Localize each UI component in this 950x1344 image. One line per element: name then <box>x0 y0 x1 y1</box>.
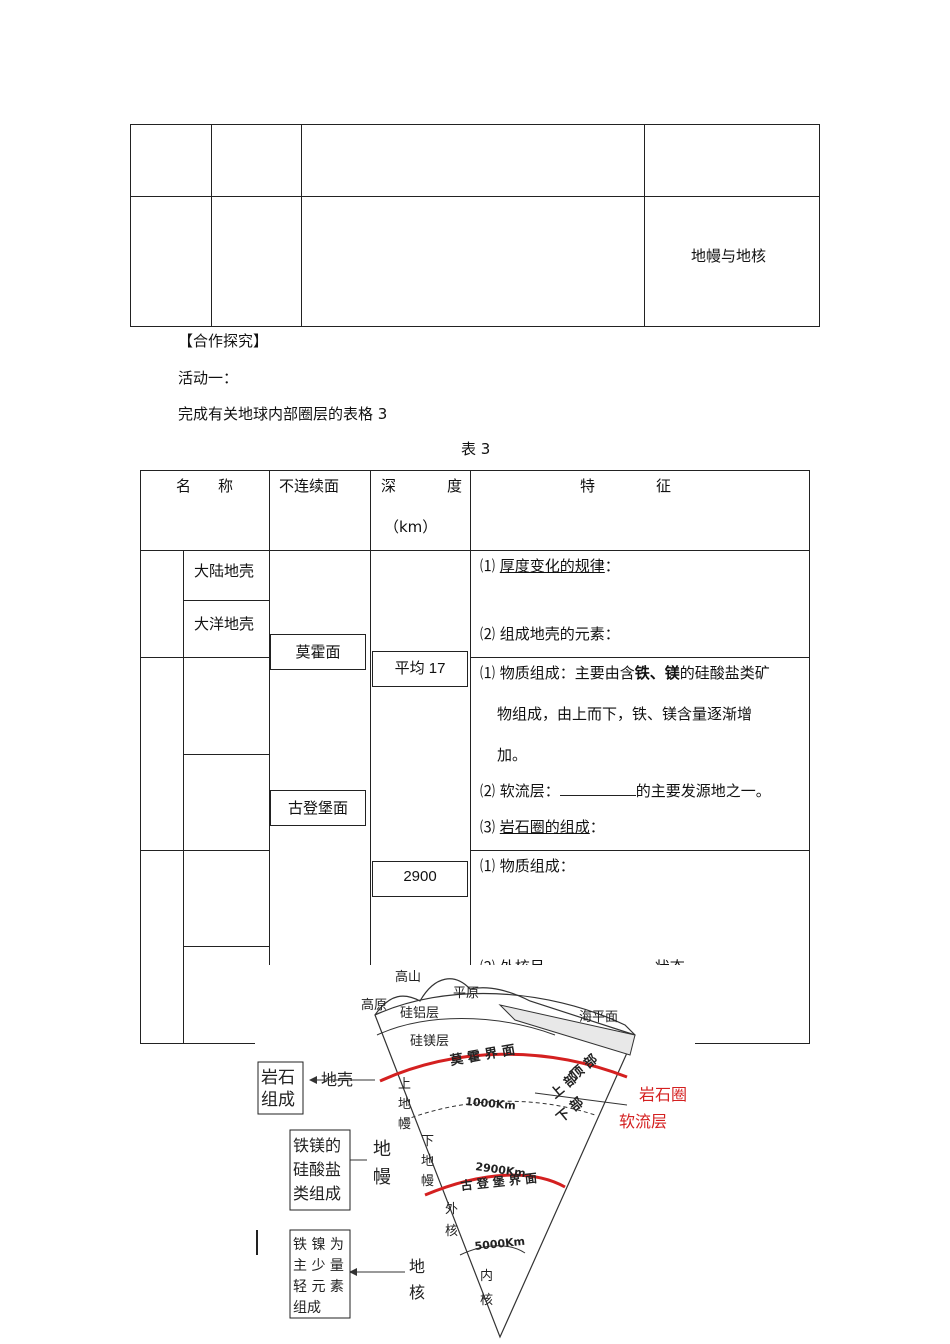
crust-feature-2: ⑵ 组成地壳的元素： <box>480 625 620 643</box>
label-sima: 硅镁层 <box>410 1034 449 1049</box>
label-inner-core: 核 <box>480 1293 493 1308</box>
crust-feature-1: ⑴ 厚度变化的规律： <box>480 557 620 575</box>
mantle-feature-2: ⑵ 软流层：的主要发源地之一。 <box>480 781 771 800</box>
label-plain: 平原 <box>453 986 479 1001</box>
answer-blank <box>559 781 636 796</box>
depth-box-17: 平均 17 <box>372 651 468 687</box>
moho-box: 莫霍面 <box>270 634 366 670</box>
table-cell: 地幔与地核 <box>691 247 767 265</box>
label-core: 地 <box>409 1257 425 1276</box>
label-lithosphere-box: 岩石 <box>261 1068 295 1088</box>
header-feature-b: 征 <box>656 477 672 495</box>
label-core-box: 轻 元 素 <box>293 1279 344 1295</box>
label-outer-core: 外 <box>445 1202 458 1217</box>
gutenberg-box: 古登堡面 <box>270 790 366 826</box>
label-mantle: 地 <box>373 1139 391 1160</box>
mantle-feature-3: ⑶ 岩石圈的组成： <box>480 818 605 836</box>
label-lithosphere: 岩石圈 <box>639 1085 687 1104</box>
earth-interior-diagram: 高山平原高原硅铝层海平面硅镁层莫 霍 界 面岩石组成地壳上地幔顶 部上 部下 部… <box>255 965 695 1344</box>
mantle-feature-1: ⑴ 物质组成：主要由含铁、镁的硅酸盐类矿 <box>480 664 770 682</box>
header-name-a: 名 <box>176 477 192 495</box>
label-core-box: 铁 镍 为 <box>293 1237 344 1253</box>
label-mantle: 幔 <box>373 1167 391 1188</box>
oceanic-crust: 大洋地壳 <box>194 615 255 633</box>
label-plateau: 高原 <box>361 997 387 1013</box>
label-1000km: 1000Km <box>465 1095 517 1112</box>
label-upper-mantle: 地 <box>398 1097 411 1112</box>
ocean-region <box>498 1004 636 1056</box>
depth-box-2900: 2900 <box>372 861 468 897</box>
mantle-feature-1-line2: 物组成，由上而下，铁、镁含量逐渐增 <box>497 705 753 723</box>
task-text: 完成有关地球内部圈层的表格 3 <box>178 405 388 423</box>
label-mantle-box: 类组成 <box>293 1184 341 1203</box>
mantle-feature-1-line3: 加。 <box>497 746 528 764</box>
label-inner-core: 内 <box>480 1268 493 1284</box>
section-heading: 【合作探究】 <box>178 332 269 350</box>
core-feature-1: ⑴ 物质组成： <box>480 857 575 875</box>
header-feature-a: 特 <box>580 477 596 495</box>
table-caption: 表 3 <box>461 440 491 458</box>
label-crust: 地壳 <box>321 1070 353 1089</box>
label-lower-mantle: 下 <box>421 1134 434 1149</box>
label-lower-mantle: 地 <box>421 1154 434 1169</box>
label-high-mountain: 高山 <box>395 969 421 985</box>
gutenberg-line <box>424 1173 566 1197</box>
label-5000km: 5000Km <box>474 1235 526 1253</box>
header-depth-a: 深 <box>381 477 397 495</box>
label-core: 核 <box>409 1283 425 1302</box>
label-sial: 硅铝层 <box>400 1006 439 1021</box>
label-core-box: 主 少 量 <box>293 1258 344 1274</box>
continental-crust: 大陆地壳 <box>194 562 255 580</box>
label-lower-mantle: 幔 <box>421 1174 434 1189</box>
label-lithosphere-box: 组成 <box>261 1090 295 1110</box>
header-discontinuity: 不连续面 <box>279 477 340 495</box>
label-upper-mantle: 幔 <box>398 1117 411 1132</box>
label-outer-core: 核 <box>445 1224 458 1239</box>
surface-relief <box>374 978 636 1036</box>
header-name-b: 称 <box>218 477 234 495</box>
activity-label: 活动一： <box>178 369 239 387</box>
label-asthenosphere: 软流层 <box>619 1112 667 1131</box>
header-depth-b: 度 <box>447 477 463 495</box>
moho-line <box>379 1052 628 1083</box>
label-mantle-box: 硅酸盐 <box>293 1160 341 1179</box>
header-depth-unit: （km） <box>384 518 438 536</box>
label-sea-level: 海平面 <box>579 1010 618 1025</box>
label-core-box: 组成 <box>293 1300 321 1316</box>
label-mantle-box: 铁镁的 <box>293 1136 341 1155</box>
label-upper-mantle: 上 <box>398 1077 411 1092</box>
